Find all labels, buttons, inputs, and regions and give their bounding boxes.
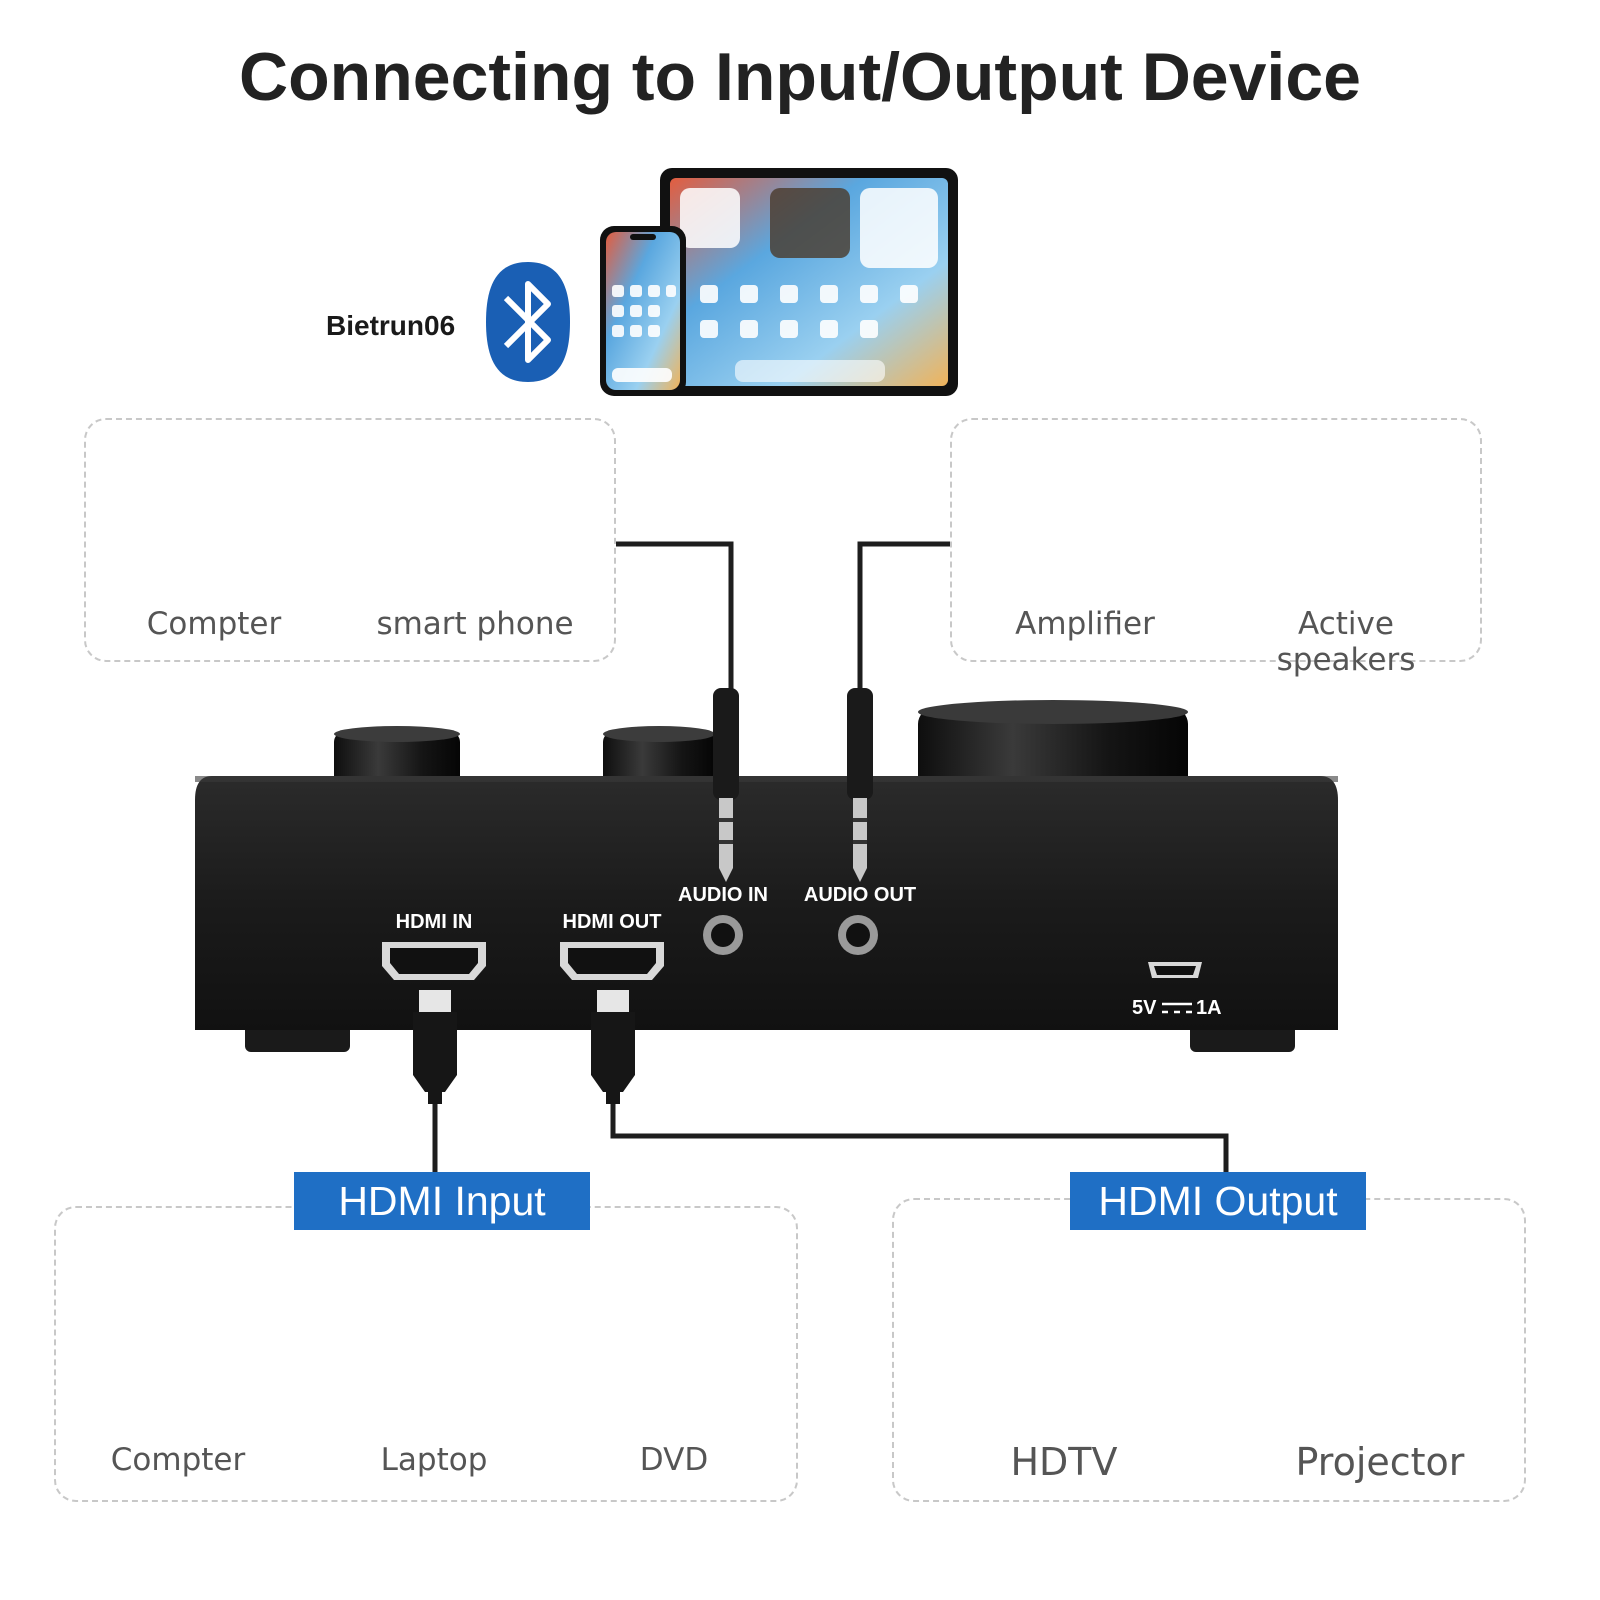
page-title: Connecting to Input/Output Device <box>239 39 1361 115</box>
hdmi-out-label: HDMI OUT <box>562 911 662 933</box>
hdmi-output-box <box>892 1198 1526 1502</box>
hdmi-in-plug <box>413 990 457 1104</box>
audio-output-box <box>950 418 1482 662</box>
audio-in-plug <box>713 688 739 882</box>
hdmi-out-plug <box>591 990 635 1104</box>
audio-out-cable <box>857 541 952 690</box>
device-label-dvd: DVD <box>639 1442 709 1478</box>
hdmi-out-cable <box>610 1104 1229 1176</box>
bluetooth-device-name: Bietrun06 <box>326 310 456 341</box>
audio-in-jack <box>703 915 743 955</box>
audio-device <box>195 700 1338 1052</box>
phone-icon <box>600 226 686 396</box>
device-label-computer: Compter <box>146 606 282 642</box>
power-current-label: 1A <box>1196 997 1222 1019</box>
dc-symbol <box>1162 1002 1192 1014</box>
device-label-active-speakers: Active speakers <box>1276 606 1416 678</box>
hdmi-input-box <box>54 1206 798 1502</box>
power-port <box>1148 962 1202 978</box>
device-label-laptop: Laptop <box>380 1442 488 1478</box>
device-label-amplifier: Amplifier <box>1015 606 1155 642</box>
audio-input-box <box>84 418 616 662</box>
audio-in-cable <box>614 541 734 690</box>
tablet-icon <box>660 168 958 396</box>
audio-in-label: AUDIO IN <box>678 884 768 906</box>
device-label-smartphone: smart phone <box>376 606 574 642</box>
power-voltage-label: 5V <box>1132 997 1157 1019</box>
audio-out-jack <box>838 915 878 955</box>
hdmi-in-port <box>382 942 486 980</box>
hdmi-output-tag: HDMI Output <box>1070 1172 1366 1230</box>
device-label-hdtv: HDTV <box>1010 1440 1118 1484</box>
audio-out-label: AUDIO OUT <box>803 884 917 906</box>
hdmi-out-port <box>560 942 664 980</box>
bluetooth-icon <box>486 262 570 382</box>
hdmi-input-tag: HDMI Input <box>294 1172 590 1230</box>
audio-out-plug <box>847 688 873 882</box>
device-label-computer-hdmi: Compter <box>110 1442 246 1478</box>
hdmi-in-label: HDMI IN <box>395 911 473 933</box>
device-label-projector: Projector <box>1295 1440 1465 1484</box>
